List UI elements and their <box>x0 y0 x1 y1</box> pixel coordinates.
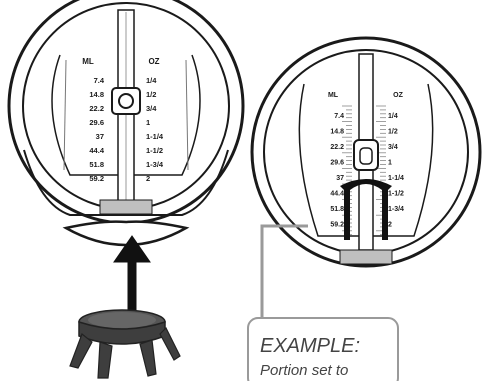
right-cup-oz-label: 1-3/4 <box>388 206 404 213</box>
right-cup-oz-header: OZ <box>393 92 403 99</box>
right-cup-portion-fill <box>340 179 392 240</box>
stand <box>69 309 181 379</box>
callout-title: EXAMPLE: <box>260 335 360 357</box>
right-cup-oz-label: 1-1/2 <box>388 191 404 198</box>
left-cup-skirt <box>23 149 229 216</box>
left-cup-ml-label: 37 <box>96 132 104 141</box>
stand-leg <box>97 341 113 379</box>
stand-leg <box>159 326 181 361</box>
left-cup-ml-label: 22.2 <box>89 104 104 113</box>
right-cup-oz-label: 3/4 <box>388 144 398 151</box>
stand-top-highlight <box>88 312 156 328</box>
right-cup-oz-label: 1 <box>388 160 392 167</box>
right-cup-ml-label: 14.8 <box>330 129 344 136</box>
right-cup-knob-slot <box>359 147 373 165</box>
right-cup-ml-label: 59.2 <box>330 222 344 229</box>
left-cup-oz-label: 1-3/4 <box>146 160 164 169</box>
left-cup-oz-header: OZ <box>148 57 159 66</box>
right-cup-ml-header: ML <box>328 92 339 99</box>
right-cup-ml-label: 37 <box>336 175 344 182</box>
right-cup-ml-label: 7.4 <box>334 113 344 120</box>
left-cup-oz-label: 3/4 <box>146 104 157 113</box>
left-cup-ml-label: 51.8 <box>89 160 104 169</box>
left-cup-ml-label: 44.4 <box>89 146 104 155</box>
left-cup-ml-label: 7.4 <box>94 76 105 85</box>
left-cup-oz-label: 1-1/4 <box>146 132 164 141</box>
left-cup-knob-hole <box>118 93 134 109</box>
left-cup-wall-line <box>63 59 67 171</box>
stand-leg <box>139 339 157 377</box>
left-cup-ml-label: 59.2 <box>89 174 104 183</box>
left-cup-ml-label: 14.8 <box>89 90 104 99</box>
right-cup-gray-band <box>339 249 393 265</box>
right-cup-ml-label: 29.6 <box>330 160 344 167</box>
callout-text: Portion set to <box>260 362 348 379</box>
right-cup-ml-label: 51.8 <box>330 206 344 213</box>
left-cup-oz-label: 1/4 <box>146 76 157 85</box>
right-cup-ml-label: 44.4 <box>330 191 344 198</box>
right-cup-ml-scale: 7.4 14.8 22.2 29.6 37 44.4 51.8 59.2 <box>330 113 344 229</box>
left-cup-base-opening <box>62 220 190 247</box>
left-cup-oz-scale: 1/4 1/2 3/4 1 1-1/4 1-1/2 1-3/4 2 <box>146 76 164 183</box>
left-cup-gray-band <box>99 199 153 215</box>
left-cup-ml-header: ML <box>82 57 94 66</box>
left-cup-oz-label: 1 <box>146 118 150 127</box>
callout-leader <box>260 224 308 318</box>
right-cup-ml-label: 22.2 <box>330 144 344 151</box>
left-cup-wall-line <box>185 59 189 171</box>
left-cup-oz-label: 1/2 <box>146 90 156 99</box>
left-cup-oz-label: 1-1/2 <box>146 146 163 155</box>
left-cup-ml-label: 29.6 <box>89 118 104 127</box>
right-cup-oz-label: 2 <box>388 222 392 229</box>
right-cup-oz-label: 1/2 <box>388 129 398 136</box>
callout-box <box>247 317 399 381</box>
left-cup-ml-scale: 7.4 14.8 22.2 29.6 37 44.4 51.8 59.2 <box>89 76 104 183</box>
right-cup-oz-label: 1/4 <box>388 113 398 120</box>
left-cup-oz-label: 2 <box>146 174 150 183</box>
stand-leg <box>69 333 93 369</box>
right-cup-oz-scale: 1/4 1/2 3/4 1 1-1/4 1-1/2 1-3/4 2 <box>388 113 404 229</box>
upward-arrow <box>113 235 151 321</box>
right-cup-oz-label: 1-1/4 <box>388 175 404 182</box>
